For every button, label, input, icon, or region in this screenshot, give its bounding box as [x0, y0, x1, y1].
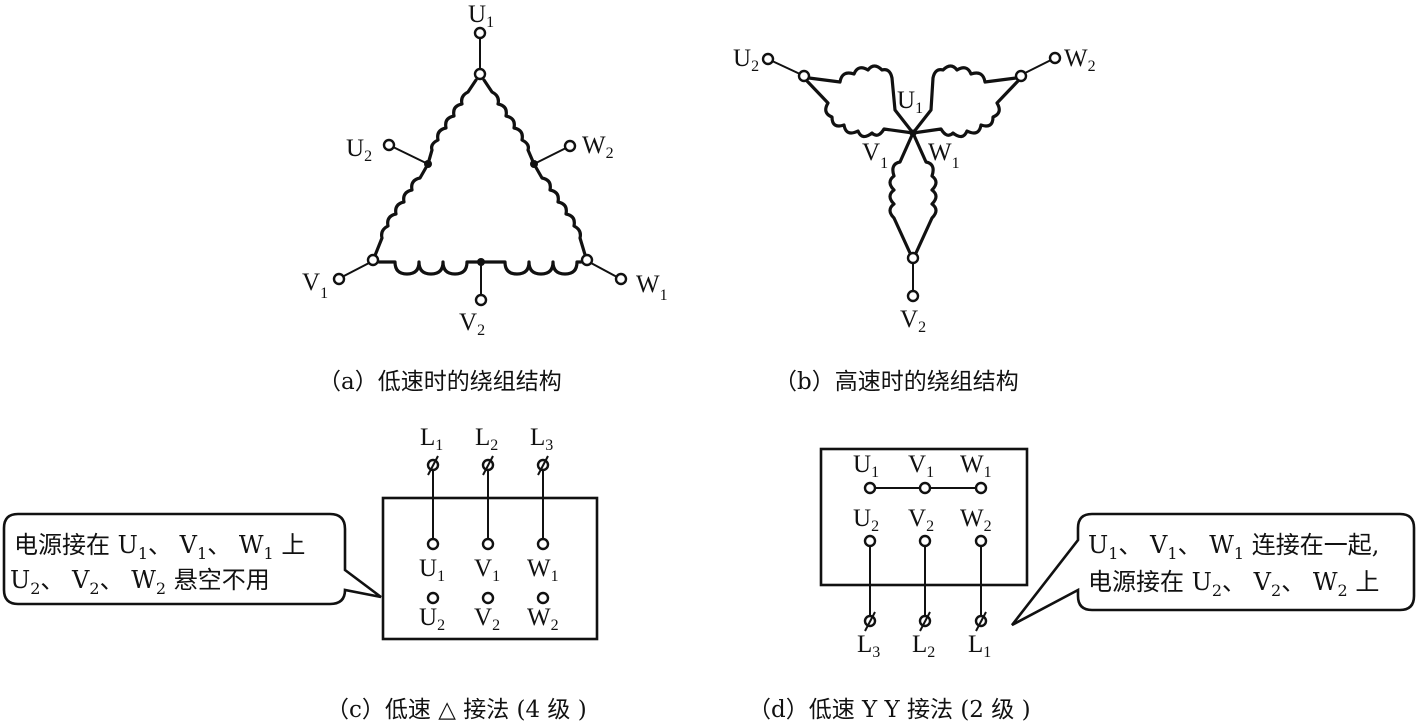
terminal-v1 — [332, 272, 346, 286]
terminal-b-v2 — [906, 289, 920, 303]
caption-a: （a）低速时的绕组结构 — [318, 369, 562, 395]
terminal-u2 — [382, 138, 396, 152]
label-c-l2: L2 — [475, 424, 498, 454]
terminal-v1-corner — [366, 253, 380, 267]
label-d-l2: L2 — [912, 631, 935, 661]
terminal-d-v2 — [918, 534, 932, 548]
callout-d-bubble — [1010, 512, 1416, 627]
label-c-l3: L3 — [530, 424, 553, 454]
panel-a-delta-winding: U1 U2 W2 V1 V2 W1 （a）低速时的绕组结构 — [302, 1, 668, 395]
label-c-v2: V2 — [474, 604, 500, 634]
terminal-b-w2 — [1048, 51, 1062, 65]
label-a-v1: V1 — [302, 269, 328, 302]
caption-b: （b）高速时的绕组结构 — [774, 369, 1019, 395]
label-d-l3: L3 — [857, 631, 880, 661]
terminal-u1-outer — [473, 26, 487, 40]
terminal-d-v1 — [918, 481, 932, 495]
coil-b-bottom-left — [888, 131, 915, 255]
terminal-b-v2-junction — [906, 251, 920, 265]
callout-c-line2: U2、 V2、 W2 悬空不用 — [10, 566, 270, 598]
label-a-w2: W2 — [582, 132, 614, 162]
label-b-v1: V1 — [862, 139, 888, 172]
callout-c-bubble — [2, 512, 382, 606]
caption-c: （c）低速 △ 接法 (4 级 ) — [326, 697, 587, 723]
panel-c-delta-terminal-box: L1 L2 L3 U1 V1 W1 U2 V2 W2 电源接在 U1、 V1、 … — [2, 424, 599, 723]
terminal-d-l2-slash — [919, 611, 931, 632]
terminal-v2 — [474, 293, 488, 307]
coil-a-right-upper — [482, 78, 536, 166]
label-a-v2: V2 — [459, 309, 485, 339]
coil-a-bottom-right — [479, 260, 583, 276]
terminal-l2-slash — [482, 455, 494, 476]
panel-b-star-winding: U2 W2 U1 V1 W1 V2 （b）高速时的绕组结构 — [733, 45, 1096, 395]
terminal-l3-slash — [537, 455, 549, 476]
coil-b-right-top — [911, 64, 1018, 135]
callout-c-line1: 电源接在 U1、 V1、 W1 上 — [14, 531, 305, 563]
terminal-d-u2 — [863, 534, 877, 548]
terminal-w1 — [614, 272, 628, 286]
terminal-l1-slash — [427, 455, 439, 476]
label-b-u1: U1 — [897, 87, 923, 117]
terminal-c-w2 — [536, 591, 550, 605]
lead-v1 — [341, 262, 370, 278]
terminal-w1-corner — [580, 253, 594, 267]
terminal-d-w2 — [974, 534, 988, 548]
label-d-l1: L1 — [968, 631, 991, 661]
callout-d-line2: 电源接在 U2、 V2、 W2 上 — [1088, 568, 1379, 600]
terminal-u1-apex — [473, 67, 487, 81]
coil-a-bottom-left — [377, 260, 483, 276]
label-d-w2: W2 — [960, 505, 992, 535]
label-a-u2: U2 — [346, 135, 372, 165]
label-b-w2: W2 — [1064, 45, 1096, 75]
lead-u2 — [390, 145, 429, 165]
terminal-c-v1 — [481, 537, 495, 551]
label-d-u1: U1 — [853, 451, 879, 481]
coil-b-bottom-right — [911, 131, 938, 255]
coil-a-left-lower — [372, 162, 430, 260]
lead-w1 — [590, 262, 618, 278]
label-d-u2: U2 — [853, 505, 879, 535]
label-c-v1: V1 — [474, 555, 500, 585]
label-c-u1: U1 — [419, 555, 445, 585]
label-c-w2: W2 — [527, 604, 559, 634]
terminal-c-u2 — [426, 591, 440, 605]
lead-w2-outer — [1024, 58, 1054, 74]
panel-d-yy-terminal-box: U1 V1 W1 U2 V2 W2 L3 L2 L1 U1、 V1、 W1 连接… — [748, 447, 1416, 723]
terminal-box-c — [381, 496, 599, 641]
label-c-l1: L1 — [420, 424, 443, 454]
coil-b-left-top — [807, 64, 915, 135]
coil-a-left-upper — [426, 78, 478, 166]
label-b-v2: V2 — [900, 306, 926, 336]
label-c-w1: W1 — [527, 555, 559, 585]
terminal-c-v2 — [481, 591, 495, 605]
terminal-d-l3-slash — [864, 611, 876, 632]
terminal-b-u2-junction — [797, 69, 811, 83]
label-d-w1: W1 — [960, 451, 992, 481]
terminal-d-w1 — [974, 481, 988, 495]
label-b-u2: U2 — [733, 45, 759, 75]
terminal-b-u2 — [761, 52, 775, 66]
terminal-c-u1 — [426, 537, 440, 551]
lead-w2 — [533, 146, 569, 165]
lead-u2-outer — [769, 59, 801, 75]
label-d-v2: V2 — [908, 505, 934, 535]
caption-d: （d）低速 Y Y 接法 (2 级 ) — [748, 697, 1031, 723]
label-c-u2: U2 — [419, 604, 445, 634]
label-a-w1: W1 — [636, 271, 668, 304]
terminal-b-w2-junction — [1014, 69, 1028, 83]
label-a-u1: U1 — [468, 1, 494, 31]
terminal-c-w1 — [536, 537, 550, 551]
terminal-d-u1 — [863, 481, 877, 495]
callout-d-line1: U1、 V1、 W1 连接在一起, — [1088, 531, 1379, 563]
coil-a-right-lower — [532, 162, 588, 260]
label-d-v1: V1 — [908, 451, 934, 481]
label-b-w1: W1 — [928, 139, 960, 172]
terminal-w2 — [563, 139, 577, 153]
supply-lines-c — [426, 455, 550, 540]
terminal-d-l1-slash — [975, 611, 987, 632]
coil-b-left-bottom — [805, 79, 915, 139]
coil-b-right-bottom — [911, 79, 1020, 139]
